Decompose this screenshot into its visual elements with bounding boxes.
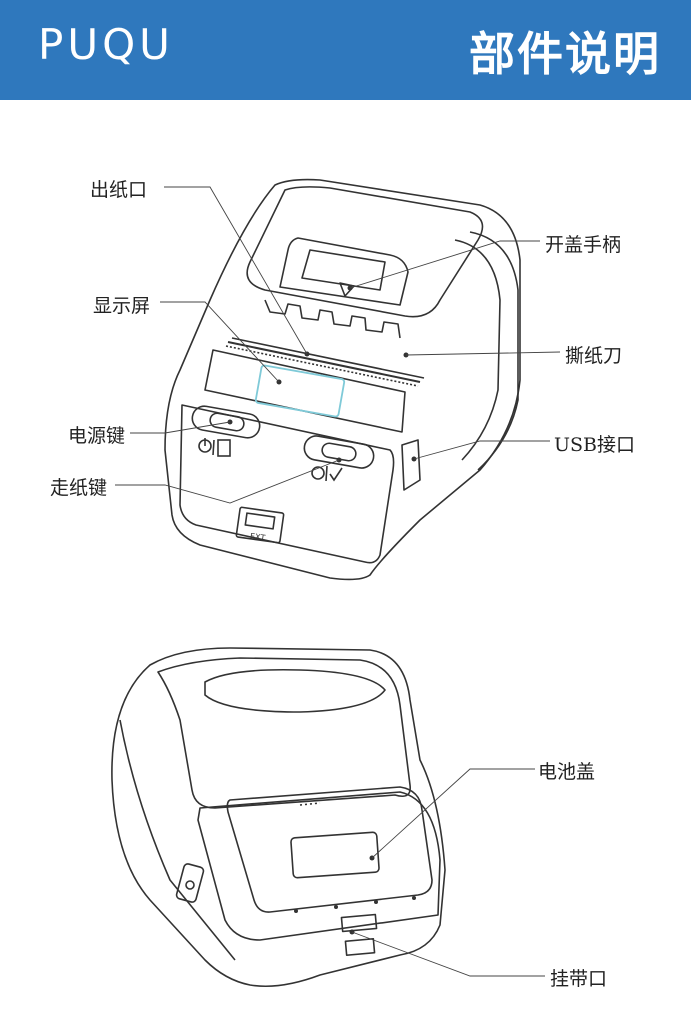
ext-port-text: EXT	[249, 532, 265, 543]
label-usb-port: USB接口	[554, 434, 635, 456]
brand-logo: PUQU	[38, 20, 174, 69]
header-bar: PUQU 部件说明	[0, 0, 691, 100]
label-paper-outlet: 出纸口	[90, 179, 148, 201]
label-display: 显示屏	[93, 295, 151, 317]
label-lanyard-hole: 挂带口	[550, 968, 608, 990]
label-tear-bar: 撕纸刀	[565, 345, 623, 367]
label-feed-key: 走纸键	[50, 477, 108, 499]
label-cover-handle: 开盖手柄	[545, 234, 622, 256]
page-title: 部件说明	[469, 27, 661, 81]
label-power-key: 电源键	[68, 425, 126, 447]
label-battery-cover: 电池盖	[538, 761, 596, 783]
